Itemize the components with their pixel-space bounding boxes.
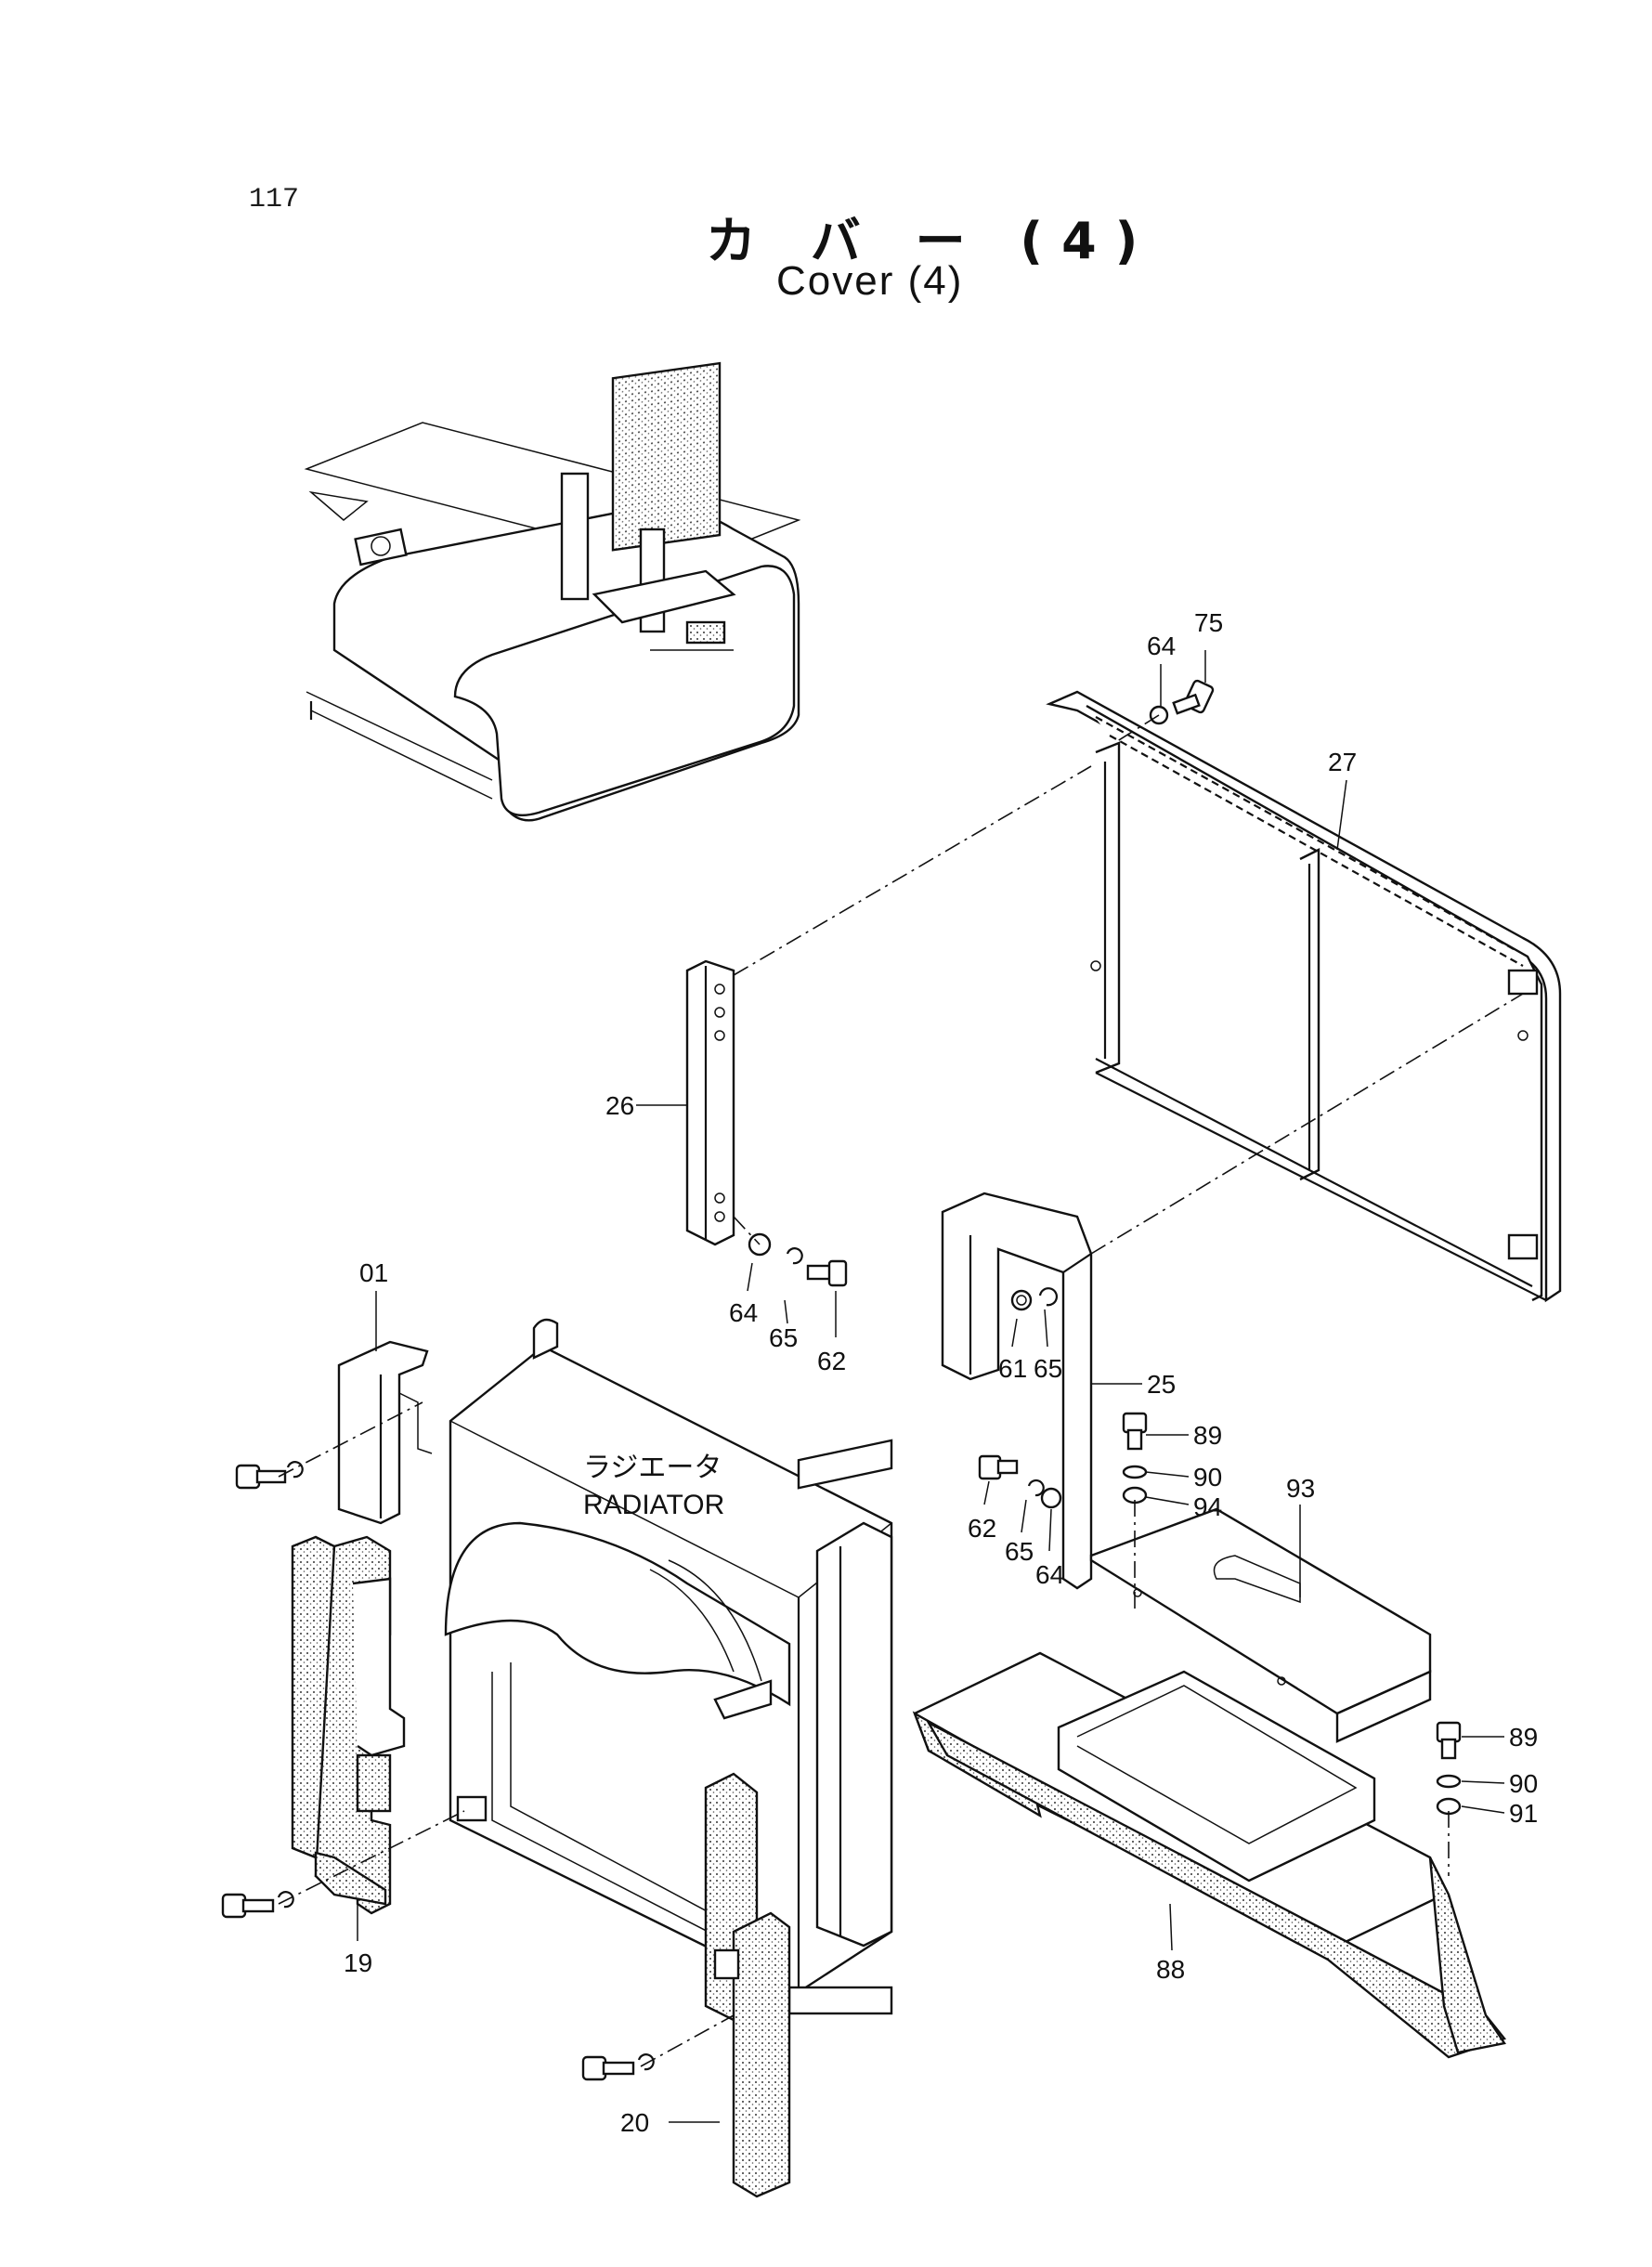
part-25-bracket xyxy=(941,1192,1093,1590)
callout-88: 88 xyxy=(1156,1955,1185,1984)
callout-61: 61 xyxy=(998,1354,1027,1383)
callout-89: 89 xyxy=(1193,1421,1222,1450)
overview-highlight-frame xyxy=(560,361,736,651)
bolt-89-bottom xyxy=(1436,1721,1462,1760)
radiator-assembly xyxy=(444,1318,893,2015)
callout-65: 65 xyxy=(1034,1354,1062,1383)
bolt-19 xyxy=(221,1891,294,1919)
callout-65: 65 xyxy=(1005,1537,1034,1566)
callout-26: 26 xyxy=(605,1091,634,1120)
callout-94: 94 xyxy=(1193,1492,1222,1521)
spring-washer-65-right xyxy=(1038,1287,1058,1307)
callout-62: 62 xyxy=(817,1347,846,1375)
callout-93: 93 xyxy=(1286,1474,1315,1503)
part-26-bracket xyxy=(685,959,735,1246)
spring-washer-65-left xyxy=(786,1247,803,1265)
page-number: 117 xyxy=(249,184,300,215)
washer-64-mid xyxy=(1040,1487,1062,1509)
callout-90: 90 xyxy=(1509,1769,1538,1798)
callout-89: 89 xyxy=(1509,1723,1538,1752)
callout-27: 27 xyxy=(1328,748,1357,776)
callout-numbers: 75 64 27 26 64 65 62 01 61 65 25 89 90 9… xyxy=(344,608,1538,2137)
callout-75: 75 xyxy=(1194,608,1223,637)
part-20-foam-seal xyxy=(704,1772,791,2198)
bolt-62-mid xyxy=(978,1454,1019,1480)
part-01-bracket xyxy=(337,1340,433,1525)
callout-90: 90 xyxy=(1193,1463,1222,1492)
bolt-75 xyxy=(1172,679,1215,715)
part-19-foam-seal xyxy=(291,1535,406,1915)
part-93-cover-plate xyxy=(1089,1507,1432,1743)
spring-washer-90-bottom xyxy=(1436,1774,1462,1789)
part-27-top-cover xyxy=(1046,690,1562,1303)
callout-64: 64 xyxy=(729,1298,758,1327)
callout-65: 65 xyxy=(769,1323,798,1352)
spring-washer-65-mid xyxy=(1027,1479,1045,1497)
callout-62: 62 xyxy=(968,1514,996,1543)
fasteners xyxy=(221,679,1462,2081)
callout-64: 64 xyxy=(1147,632,1176,660)
callout-25: 25 xyxy=(1147,1370,1176,1399)
callout-20: 20 xyxy=(620,2108,649,2137)
bolt-20 xyxy=(581,2053,655,2081)
bolt-62-left xyxy=(806,1259,848,1287)
callout-64: 64 xyxy=(1035,1560,1064,1589)
callout-91: 91 xyxy=(1509,1799,1538,1828)
spring-washer-90-top xyxy=(1122,1465,1148,1479)
title-english: Cover (4) xyxy=(776,258,964,304)
radiator-label-en: RADIATOR xyxy=(583,1490,724,1520)
callout-19: 19 xyxy=(344,1948,372,1977)
title-japanese: カ バ ー (4) xyxy=(706,212,1157,270)
bolt-89-top xyxy=(1122,1412,1148,1451)
radiator-label-jp: ラジエータ xyxy=(583,1453,722,1483)
callout-01: 01 xyxy=(359,1258,388,1287)
alignment-lines xyxy=(278,714,1524,2067)
part-88-tray xyxy=(912,1651,1507,2059)
leader-lines xyxy=(357,650,1505,2123)
bolt-01 xyxy=(235,1461,304,1490)
machine-overview-illustration xyxy=(304,361,801,822)
